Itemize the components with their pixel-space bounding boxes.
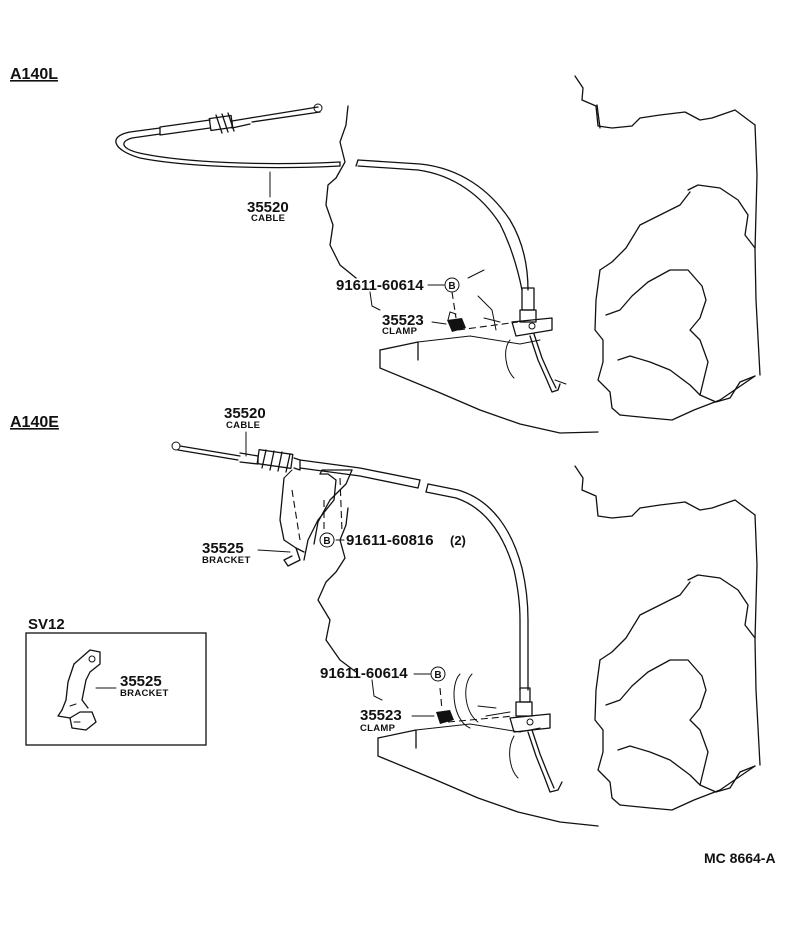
oil-pan-bottom bbox=[377, 673, 599, 827]
part-name-bracket-bottom: BRACKET bbox=[202, 555, 251, 566]
part-name-cable-bottom: CABLE bbox=[226, 420, 260, 431]
part-number-91611-60614-top: 91611-60614 bbox=[336, 277, 424, 294]
a140l-assembly: A140L bbox=[10, 66, 761, 434]
part-number-35525-bottom: 35525 bbox=[202, 540, 244, 557]
label-cable-bottom: 35520 CABLE bbox=[224, 405, 266, 457]
part-number-91611-60816: 91611-60816 bbox=[346, 532, 434, 549]
part-number-91611-60614-bottom: 91611-60614 bbox=[320, 665, 408, 682]
label-bolt-bottom: 91611-60614 B bbox=[320, 665, 446, 701]
part-name-clamp-bottom: CLAMP bbox=[360, 723, 396, 734]
label-cable-top: 35520 CABLE bbox=[247, 171, 289, 224]
sv12-inset: SV12 35525 BRACKET bbox=[25, 616, 207, 746]
section-header-a140e: A140E bbox=[10, 414, 59, 431]
transmission-housing-bottom bbox=[317, 465, 761, 811]
label-clamp-bottom: 35523 CLAMP bbox=[360, 707, 435, 734]
bolt-symbol-bottom: B bbox=[434, 670, 441, 681]
part-name-bracket-sv12: BRACKET bbox=[120, 688, 169, 699]
part-number-35523-bottom: 35523 bbox=[360, 707, 402, 724]
label-bolt2-bottom: B 91611-60816 (2) bbox=[319, 532, 466, 549]
label-bolt-top: 91611-60614 B bbox=[336, 277, 460, 311]
cable-35520-bottom bbox=[171, 441, 563, 793]
part-number-35523-top: 35523 bbox=[382, 312, 424, 329]
part-number-35525-sv12: 35525 bbox=[120, 673, 162, 690]
bolt-symbol-top: B bbox=[448, 281, 455, 292]
figure-code: MC 8664-A bbox=[704, 850, 776, 866]
sv12-frame bbox=[25, 632, 207, 746]
transmission-housing-top bbox=[325, 75, 761, 421]
section-header-sv12: SV12 bbox=[28, 616, 65, 633]
bracket-35525-bottom bbox=[279, 469, 353, 567]
bolt2-quantity: (2) bbox=[450, 533, 466, 548]
a140e-assembly: A140E bbox=[10, 405, 761, 827]
part-name-cable-top: CABLE bbox=[251, 213, 285, 224]
bolt2-symbol-bottom: B bbox=[323, 536, 330, 547]
part-number-35520-top: 35520 bbox=[247, 199, 289, 216]
part-name-clamp-top: CLAMP bbox=[382, 326, 418, 337]
section-header-a140l: A140L bbox=[10, 66, 58, 83]
label-clamp-top: 35523 CLAMP bbox=[382, 312, 447, 337]
part-number-35520-bottom: 35520 bbox=[224, 405, 266, 422]
label-bracket-bottom: 35525 BRACKET bbox=[202, 540, 291, 566]
clamp-35523-top bbox=[447, 269, 519, 332]
sv12-bracket-drawing bbox=[57, 649, 117, 731]
cable-35520-top bbox=[115, 103, 567, 393]
oil-pan-top bbox=[379, 335, 599, 434]
clamp-35523-bottom bbox=[436, 687, 515, 724]
